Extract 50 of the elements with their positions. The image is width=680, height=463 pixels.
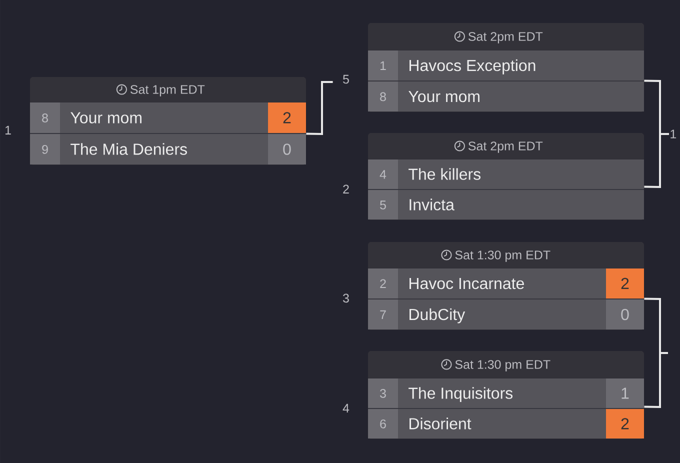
team-name: Invicta	[410, 198, 454, 210]
team-row	[368, 268, 644, 298]
time-label: Sat 1:30 pm EDT	[455, 360, 550, 372]
team-name: Havoc Incarnate	[410, 278, 524, 290]
team-name: Your mom	[70, 112, 142, 124]
seed-cell: 6	[368, 408, 398, 438]
team-row	[368, 50, 644, 80]
bracket-line	[644, 133, 669, 188]
score-cell: 0	[606, 300, 644, 330]
team-name: Your mom	[408, 90, 480, 102]
team-row	[30, 102, 306, 133]
score-cell: 2	[606, 268, 644, 298]
match-number: 1	[670, 130, 676, 138]
seed-cell: 9	[30, 134, 60, 164]
team-name: Disorient	[410, 418, 472, 430]
team-row	[368, 160, 644, 189]
time-label: Sat 2pm EDT	[468, 142, 543, 153]
seed-cell: 4	[368, 160, 398, 189]
team-row	[368, 378, 644, 408]
time-label: Sat 1:30 pm EDT	[455, 250, 550, 262]
score-cell: 1	[606, 378, 644, 408]
team-name: The Mia Deniers	[70, 143, 187, 155]
time-label: Sat 1pm EDT	[130, 85, 205, 96]
team-row	[30, 133, 306, 164]
score-cell: 2	[268, 102, 306, 133]
seed-cell: 3	[368, 378, 398, 408]
match-number: 1	[6, 126, 11, 134]
seed-cell: 8	[30, 102, 60, 133]
team-name: The Inquisitors	[408, 387, 513, 402]
team-name: The killers	[408, 168, 480, 180]
match-number: 4	[342, 404, 350, 412]
match-number: 5	[343, 74, 349, 84]
bracket-line	[306, 81, 333, 135]
time-label: Sat 2pm EDT	[468, 32, 543, 44]
team-row	[368, 298, 644, 330]
seed-cell: 5	[368, 190, 398, 220]
bracket-line	[644, 352, 668, 408]
score-cell: 2	[606, 408, 644, 438]
team-row	[368, 408, 644, 438]
seed-cell: 1	[368, 50, 398, 80]
team-name: DubCity	[410, 308, 466, 324]
seed-cell: 8	[368, 82, 398, 112]
seed-cell: 7	[368, 300, 398, 330]
match-number: 3	[343, 294, 349, 303]
team-row	[368, 80, 644, 112]
team-name: Havocs Exception	[410, 59, 536, 74]
seed-cell: 2	[368, 268, 398, 298]
match-number: 2	[343, 184, 349, 194]
score-cell: 0	[268, 134, 306, 164]
team-row	[368, 189, 644, 220]
